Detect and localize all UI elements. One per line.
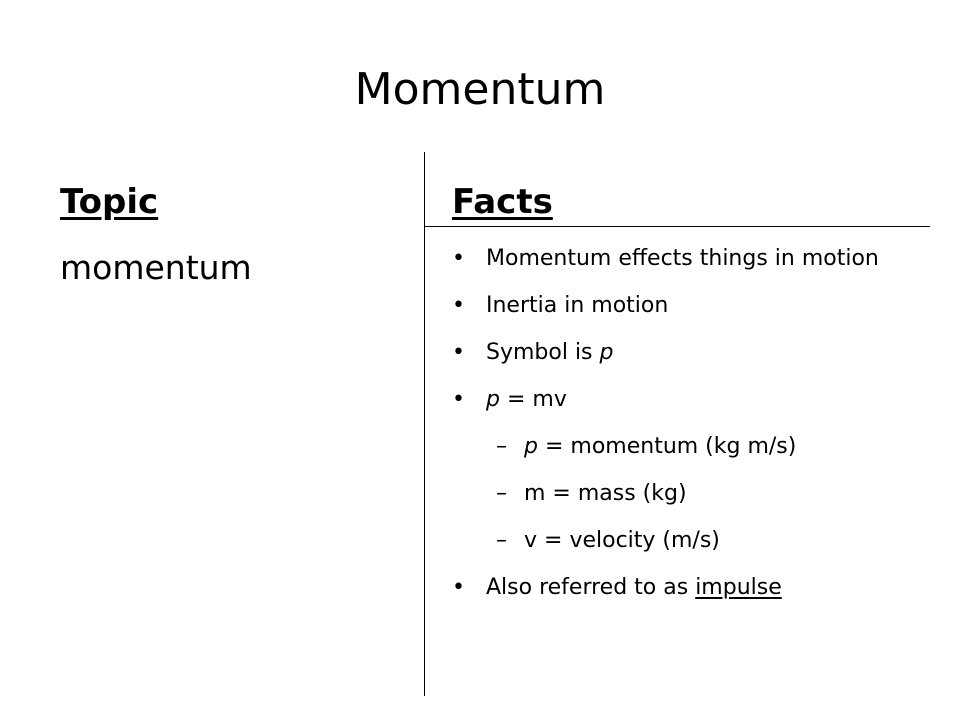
fact-text-prefix: Symbol is (486, 340, 600, 365)
sub-fact-text-suffix: = momentum (kg m/s) (537, 434, 797, 459)
sub-fact-item: – p = momentum (kg m/s) (452, 432, 912, 461)
bullet-icon: • (452, 246, 465, 271)
fact-symbol: p (486, 387, 500, 412)
facts-list: • Momentum effects things in motion • In… (452, 244, 912, 620)
facts-heading: Facts (452, 182, 553, 222)
sub-fact-text: v = velocity (m/s) (524, 528, 720, 553)
bullet-icon: • (452, 340, 465, 365)
sub-fact-item: – v = velocity (m/s) (452, 526, 912, 555)
fact-text: Inertia in motion (486, 293, 669, 318)
bullet-icon: • (452, 575, 465, 600)
fact-underlined-term: impulse (695, 575, 782, 600)
sub-fact-symbol: p (524, 434, 538, 459)
fact-text-prefix: Also referred to as (486, 575, 696, 600)
fact-item: • p = mv – p = momentum (kg m/s) – m = m… (452, 385, 912, 555)
slide-title: Momentum (354, 64, 606, 115)
fact-item: • Momentum effects things in motion (452, 244, 912, 273)
formula-sub-list: – p = momentum (kg m/s) – m = mass (kg) … (486, 432, 912, 555)
sub-fact-text: m = mass (kg) (524, 481, 687, 506)
fact-item: • Symbol is p (452, 338, 912, 367)
fact-text-suffix: = mv (499, 387, 567, 412)
bullet-icon: • (452, 293, 465, 318)
topic-name: momentum (60, 248, 252, 287)
fact-text: Momentum effects things in motion (486, 246, 879, 271)
fact-symbol: p (599, 340, 614, 365)
dash-icon: – (496, 434, 507, 459)
sub-fact-item: – m = mass (kg) (452, 479, 912, 508)
column-divider-vertical (424, 152, 425, 696)
dash-icon: – (496, 481, 507, 506)
bullet-icon: • (452, 387, 465, 412)
fact-item: • Also referred to as impulse (452, 573, 912, 602)
dash-icon: – (496, 528, 507, 553)
facts-heading-rule (424, 226, 930, 227)
fact-item: • Inertia in motion (452, 291, 912, 320)
topic-heading: Topic (60, 182, 159, 222)
